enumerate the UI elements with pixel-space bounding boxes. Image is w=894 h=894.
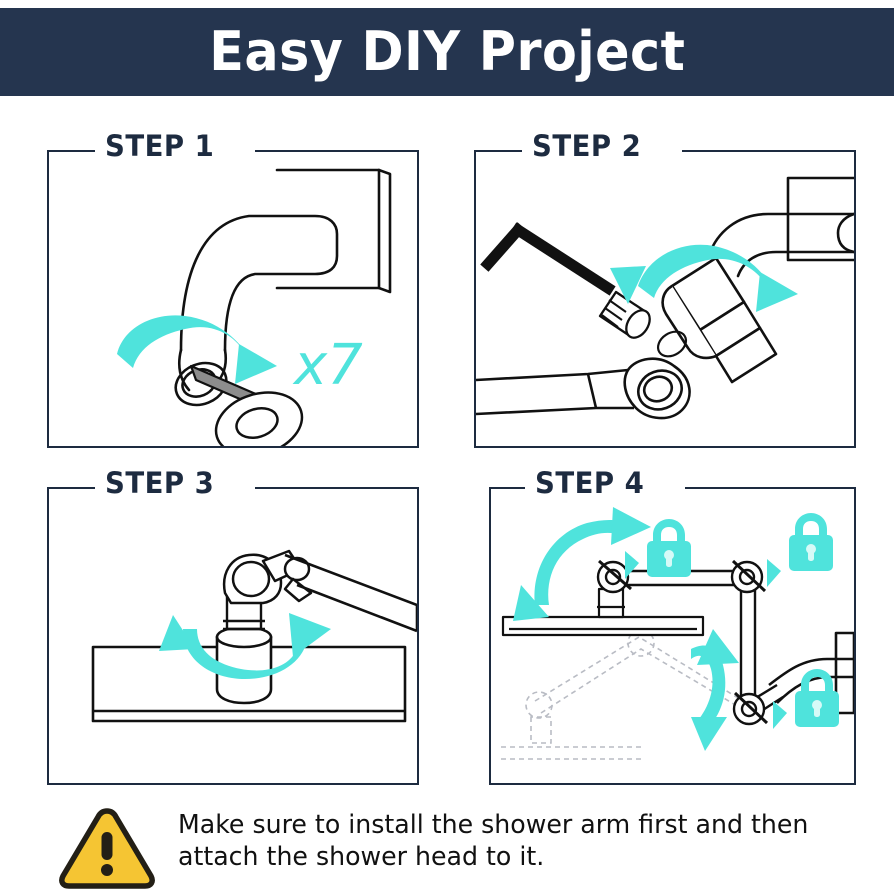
pivot-joint (730, 559, 767, 594)
pipe-end (174, 361, 228, 407)
step-1-illustration: x7 (117, 168, 392, 446)
rotation-arrow (159, 613, 331, 679)
step-4-illustration (501, 507, 854, 760)
hex-key (480, 222, 616, 296)
lock-icon (767, 513, 833, 587)
step-2-label: STEP 2 (532, 129, 642, 163)
header-banner: Easy DIY Project (0, 8, 894, 96)
step-3-label: STEP 3 (105, 466, 215, 500)
step-panel-4: STEP 4 (489, 465, 856, 785)
steps-grid: STEP 1 (0, 100, 894, 790)
step-1-label: STEP 1 (105, 129, 215, 163)
pivot-joint (596, 559, 632, 594)
adjust-arrow (513, 507, 651, 621)
upper-arm-bottom (736, 250, 854, 278)
head-collar (597, 587, 625, 619)
set-screw (598, 290, 651, 339)
warning-triangle-exclamation-icon (59, 808, 155, 889)
shower-head-plate (501, 615, 705, 637)
step-3-illustration (91, 549, 417, 723)
footer-warning-text: Make sure to install the shower arm firs… (178, 810, 809, 872)
pivot-joint (732, 691, 769, 726)
title-gap-mask (95, 475, 255, 501)
lower-arm-bottom (476, 406, 634, 416)
adjust-arrow (691, 629, 739, 751)
title-gap-mask (522, 138, 682, 164)
lower-joint (623, 357, 691, 420)
lower-arm-top (476, 368, 629, 382)
wall-flange-plate (786, 176, 854, 262)
rotation-arrow (117, 315, 277, 384)
shower-arm-pipe (179, 214, 339, 352)
title-gap-mask (525, 475, 685, 501)
swivel-connector (661, 256, 778, 384)
title-gap-mask (95, 138, 255, 164)
lock-icon (625, 519, 691, 579)
lock-icon (773, 669, 839, 729)
step-panel-1: STEP 1 (47, 128, 419, 448)
wall-flange-plate (275, 168, 381, 290)
page-title: Easy DIY Project (208, 20, 686, 83)
step-1-annotation: x7 (292, 333, 363, 398)
flange-ring-inner (235, 407, 279, 439)
set-screw-socket (656, 330, 688, 358)
step-panel-2: STEP 2 (474, 128, 856, 448)
rotation-arrow (610, 244, 798, 312)
footer-warning: Make sure to install the shower arm firs… (0, 796, 894, 894)
step-panel-3: STEP 3 (47, 465, 419, 785)
step-4-label: STEP 4 (535, 466, 645, 500)
step-2-illustration (476, 176, 854, 420)
swivel-knuckle (222, 549, 313, 605)
extension-arm (284, 553, 417, 633)
